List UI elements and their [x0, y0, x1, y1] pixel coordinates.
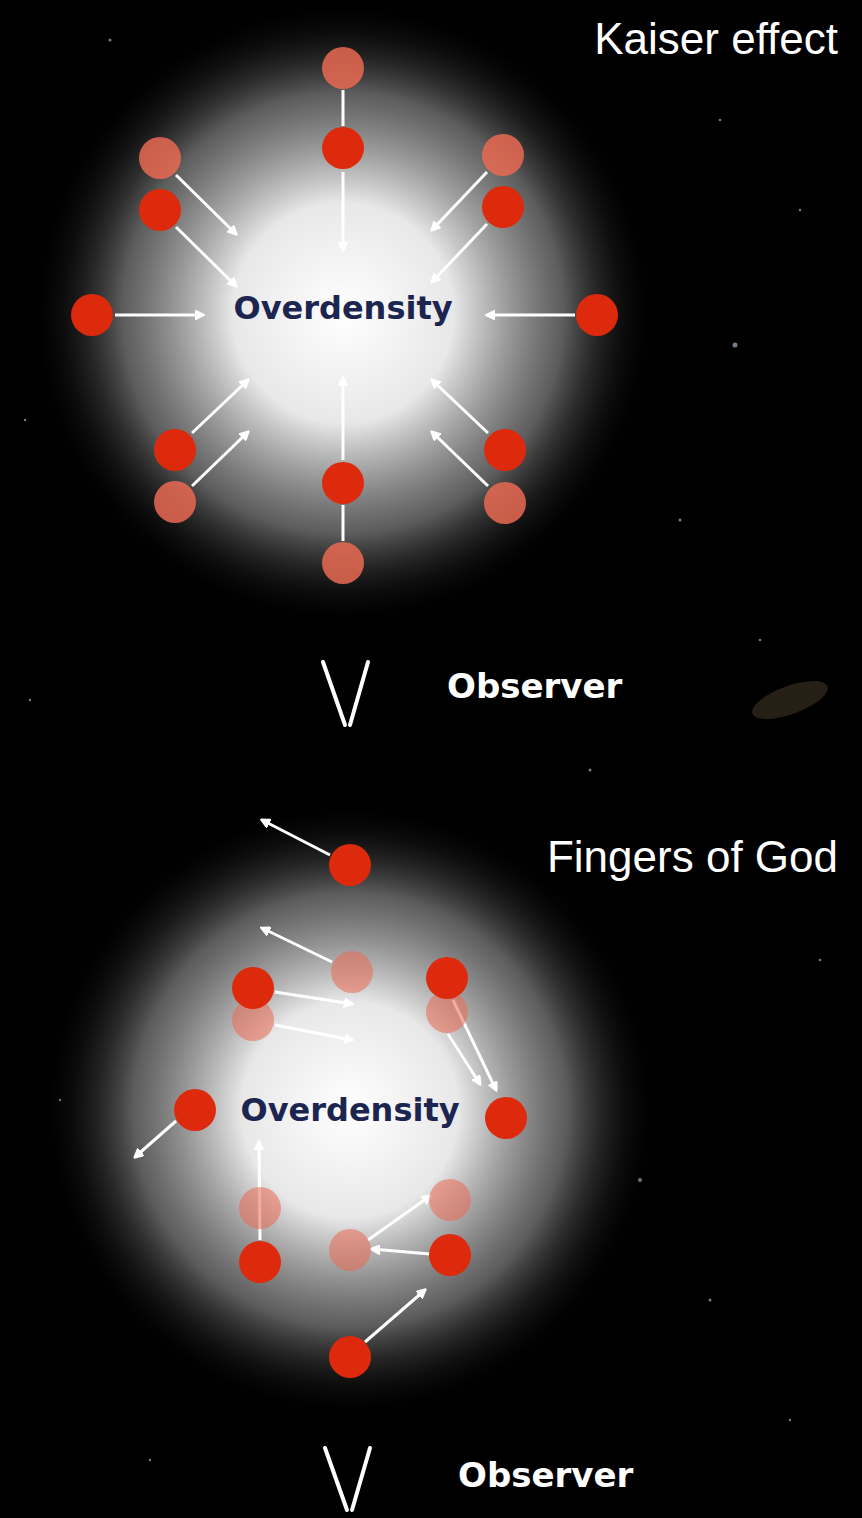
overdensity-glow: [40, 800, 660, 1420]
panel-title: Kaiser effect: [594, 14, 838, 64]
panel-title: Fingers of God: [547, 832, 838, 882]
region-label: Overdensity: [240, 1091, 459, 1129]
observer-eye-symbol: [323, 662, 370, 1510]
overdensity-glow: [28, 0, 658, 628]
observer-label: Observer: [447, 666, 622, 706]
infall-arrows: [115, 90, 575, 541]
region-label: Overdensity: [233, 289, 452, 327]
galaxy-dot: [174, 844, 527, 1378]
random-motion-arrows: [135, 820, 496, 1342]
galaxy-dot: [71, 127, 618, 504]
galaxy-apparent-position: [232, 951, 471, 1271]
galaxy-apparent-position: [139, 47, 526, 584]
overdensity-region: Overdensity: [40, 800, 660, 1420]
observer-label: Observer: [458, 1455, 633, 1495]
